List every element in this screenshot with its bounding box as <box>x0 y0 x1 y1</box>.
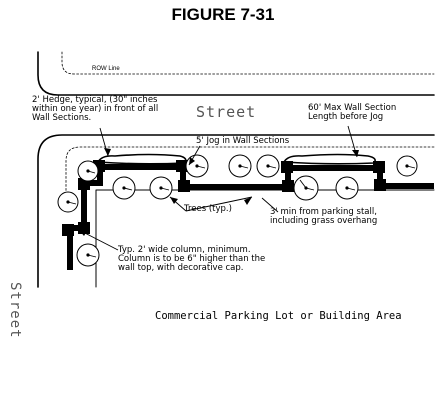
arrow-head <box>244 197 252 205</box>
arrow-head <box>79 230 87 236</box>
wall-column <box>282 180 294 192</box>
wall-column <box>281 161 293 173</box>
hedge-left <box>96 153 187 165</box>
hedge-right <box>282 153 376 165</box>
jog-label: 5' Jog in Wall Sections <box>196 136 290 146</box>
curb-line-side <box>37 134 435 288</box>
wall-column <box>374 179 386 191</box>
hedge-label: 2' Hedge, typical, (30" inches within on… <box>32 95 159 124</box>
arrow-head <box>170 197 178 204</box>
leader-trees-2 <box>185 196 253 212</box>
figure-title: FIGURE 7-31 <box>171 5 275 24</box>
arrow-head <box>189 157 195 165</box>
street-top-label: Street <box>196 103 257 121</box>
parking-stall-label: 3' min from parking stall, including gra… <box>270 207 378 227</box>
wall-column <box>373 161 385 173</box>
tree-stroke <box>67 165 416 258</box>
area-label: Commercial Parking Lot or Building Area <box>155 310 402 322</box>
row-line-top <box>61 51 435 75</box>
arrow-head <box>104 148 111 156</box>
row-line-side <box>65 146 435 196</box>
wall-column <box>178 180 190 192</box>
arrow-head <box>352 150 359 157</box>
max-wall-label: 60' Max Wall Section Length before Jog <box>308 103 397 123</box>
trees-label: Trees (typ.) <box>184 204 232 214</box>
column-label: Typ. 2' wide column, minimum. Column is … <box>118 245 266 274</box>
row-line-label: ROW Line <box>92 66 120 72</box>
leader-parking <box>261 197 279 213</box>
street-side-label: Street <box>7 282 23 339</box>
curb-line-top <box>37 51 435 96</box>
wall-column <box>176 160 188 172</box>
wall-column <box>62 224 74 236</box>
